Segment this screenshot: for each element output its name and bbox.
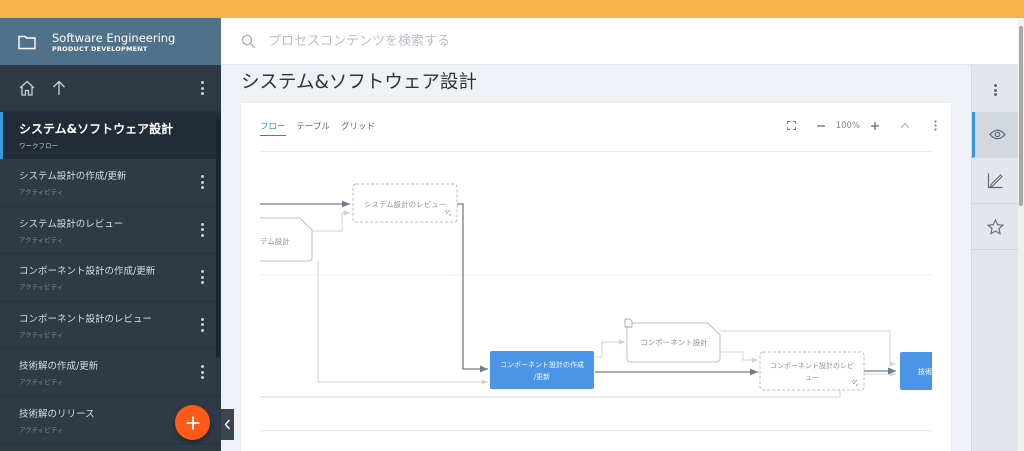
- sidebar-item-menu-button[interactable]: [200, 175, 204, 190]
- sidebar-item-label: コンポーネント設計の作成/更新: [19, 266, 156, 277]
- sidebar-item-label: システム設計の作成/更新: [19, 171, 127, 182]
- workproduct-label: コンポーネント設計: [640, 337, 708, 347]
- sidebar-item-label: システム設計のレビュー: [19, 218, 124, 230]
- card-divider: [260, 151, 932, 152]
- sidebar-item-type: アクティビティ: [19, 378, 64, 386]
- zoom-level: 100%: [835, 120, 860, 131]
- sidebar: Software Engineering PRODUCT DEVELOPMENT…: [0, 18, 221, 451]
- page-scrollbar-thumb[interactable]: [1019, 26, 1023, 206]
- arrow-up-icon[interactable]: [50, 79, 68, 97]
- workproduct-component-design[interactable]: コンポーネント設計: [624, 318, 721, 363]
- diagram-canvas: システム設計のレビュー テム設計 コンポーネント設計の作成 /更新 コンポーネン…: [260, 183, 932, 432]
- activity-component-design-review[interactable]: コンポーネント設計のレビ ュー: [759, 351, 865, 391]
- diagram-toolbar: 100%: [786, 120, 937, 131]
- minus-icon: [816, 124, 825, 127]
- workproduct-label: テム設計: [260, 236, 290, 246]
- search-input[interactable]: [268, 33, 868, 49]
- card-divider: [260, 430, 932, 431]
- sidebar-current-workflow[interactable]: システム&ソフトウェア設計 ワークフロー: [0, 112, 221, 159]
- sidebar-item-component-design-review[interactable]: コンポーネント設計のレビュー アクティビティ: [0, 302, 221, 349]
- activity-label: 技術: [918, 367, 932, 376]
- activity-label: コンポーネント設計の作成: [500, 360, 584, 369]
- sidebar-item-type: アクティビティ: [19, 330, 64, 339]
- connector: [456, 203, 488, 373]
- page-scrollbar[interactable]: [1018, 18, 1024, 451]
- sidebar-item-menu-button[interactable]: [200, 222, 204, 237]
- zoom-in-button[interactable]: [870, 121, 880, 131]
- sidebar-item-component-design-create[interactable]: コンポーネント設計の作成/更新 アクティビティ: [0, 254, 221, 302]
- sidebar-item-type: アクティビティ: [19, 235, 64, 244]
- connector: [720, 351, 758, 363]
- top-accent-bar: [0, 0, 1024, 18]
- eye-icon: [988, 129, 1006, 140]
- sidebar-item-type: アクティビティ: [19, 188, 64, 196]
- star-icon: [987, 218, 1004, 235]
- sidebar-item-menu-button[interactable]: [200, 270, 204, 285]
- sidebar-item-menu-button[interactable]: [200, 365, 204, 380]
- tab-flow[interactable]: フロー: [260, 120, 286, 136]
- view-tabs: フロー テーブル グリッド: [260, 120, 375, 136]
- link-icon: [444, 209, 452, 217]
- sidebar-menu-button[interactable]: [200, 81, 204, 95]
- project-title: Software Engineering: [52, 30, 176, 45]
- current-workflow-title: システム&ソフトウェア設計: [19, 122, 174, 136]
- home-icon[interactable]: [18, 79, 36, 97]
- sidebar-item-label: 技術解の作成/更新: [19, 361, 99, 372]
- sidebar-item-system-design-create[interactable]: システム設計の作成/更新 アクティビティ: [0, 159, 221, 207]
- plus-icon: [186, 416, 199, 429]
- workflow-diagram: システム設計のレビュー テム設計 コンポーネント設計の作成 /更新 コンポーネン…: [260, 155, 932, 445]
- activity-label: /更新: [534, 372, 550, 381]
- activity-technical-solution[interactable]: 技術: [900, 352, 932, 390]
- activity-label: システム設計のレビュー: [364, 199, 446, 209]
- collapse-diagram-button[interactable]: [900, 122, 910, 129]
- sidebar-item-technical-solution-release[interactable]: 技術解のリリース アクティビティ: [0, 397, 221, 444]
- link-icon: [851, 379, 859, 387]
- connector: [720, 330, 896, 367]
- sidebar-item-label: 技術解のリリース: [19, 408, 95, 420]
- view-button[interactable]: [972, 112, 1019, 158]
- workproduct-system-design[interactable]: テム設計: [260, 217, 313, 262]
- sidebar-item-menu-button[interactable]: [200, 317, 204, 332]
- favorite-button[interactable]: [972, 204, 1019, 250]
- activity-label: ュー: [805, 374, 819, 382]
- activity-label: コンポーネント設計のレビ: [770, 361, 854, 370]
- sidebar-nav-row: [0, 65, 221, 112]
- add-button[interactable]: [175, 405, 210, 440]
- sidebar-item-technical-solution-create[interactable]: 技術解の作成/更新 アクティビティ: [0, 349, 221, 397]
- diagram-menu-button[interactable]: [934, 120, 937, 131]
- current-workflow-type: ワークフロー: [19, 142, 58, 150]
- document-icon: [624, 318, 633, 328]
- zoom-out-button[interactable]: [816, 121, 826, 131]
- workflow-card: フロー テーブル グリッド 100%: [241, 103, 951, 451]
- sidebar-scrollbar[interactable]: [216, 118, 220, 358]
- activity-component-design-create[interactable]: コンポーネント設計の作成 /更新: [490, 351, 594, 389]
- page-title: システム&ソフトウェア設計: [241, 72, 477, 93]
- right-panel: [971, 65, 1019, 451]
- search-icon: [241, 34, 256, 48]
- connector: [595, 339, 625, 358]
- more-vertical-icon: [934, 120, 937, 131]
- fullscreen-icon: [786, 121, 796, 130]
- chevron-up-icon: [900, 122, 910, 129]
- search-bar: [221, 18, 1018, 65]
- chevron-left-icon: [224, 419, 231, 430]
- sidebar-item-system-design-review[interactable]: システム設計のレビュー アクティビティ: [0, 207, 221, 254]
- edit-button[interactable]: [972, 158, 1019, 204]
- activity-system-design-review[interactable]: システム設計のレビュー: [352, 183, 458, 223]
- plus-icon: [871, 121, 879, 130]
- sidebar-item-type: アクティビティ: [19, 283, 64, 291]
- tab-grid[interactable]: グリッド: [341, 122, 376, 132]
- folder-icon: [18, 35, 36, 49]
- project-subtitle: PRODUCT DEVELOPMENT: [52, 44, 148, 53]
- connector: [317, 261, 488, 385]
- sidebar-item-type: アクティビティ: [19, 425, 64, 434]
- sidebar-item-label: コンポーネント設計のレビュー: [19, 313, 153, 325]
- collapse-sidebar-button[interactable]: [221, 409, 234, 440]
- tab-table[interactable]: テーブル: [296, 122, 331, 132]
- panel-menu-button[interactable]: [994, 84, 997, 96]
- connector: [312, 210, 350, 232]
- fullscreen-button[interactable]: [786, 121, 796, 130]
- edit-chart-icon: [987, 173, 1003, 189]
- project-header[interactable]: Software Engineering PRODUCT DEVELOPMENT: [0, 18, 221, 65]
